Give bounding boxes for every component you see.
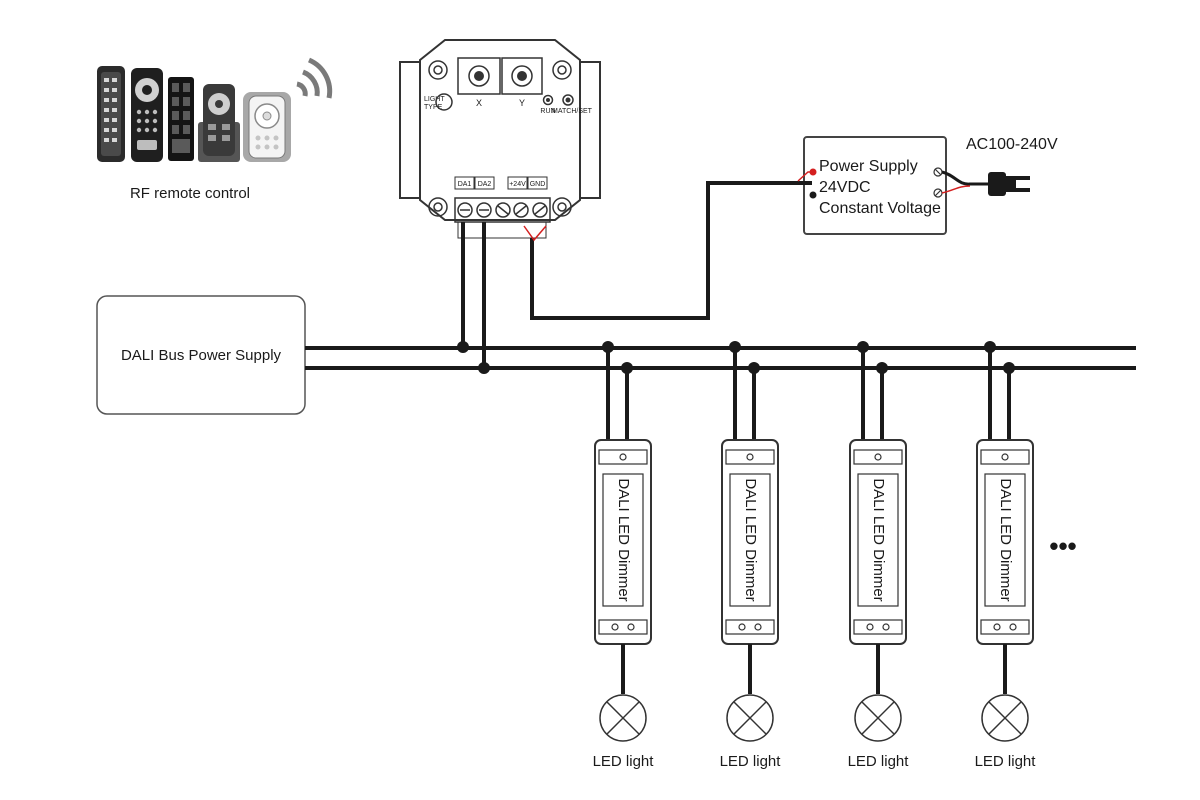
bus-junction xyxy=(1003,362,1015,374)
run-indicator xyxy=(542,94,554,106)
terminal-label: +24V xyxy=(509,181,526,188)
dimmer-terminal-strip xyxy=(853,449,903,465)
bus-junction xyxy=(621,362,633,374)
dimmer-terminal-strip xyxy=(725,449,775,465)
terminal-screw xyxy=(457,202,548,218)
bus-junction xyxy=(457,341,490,374)
bus-junction xyxy=(748,362,760,374)
dial-y-label: Y xyxy=(519,98,525,108)
led-light-label: LED light xyxy=(848,753,910,770)
rotary-switch-x[interactable] xyxy=(457,57,501,95)
light-type-label: LIGHT xyxy=(424,96,445,103)
remote-icon xyxy=(168,77,194,161)
led-light-icon xyxy=(726,694,774,742)
remote-icon xyxy=(131,68,163,162)
led-light-label: LED light xyxy=(720,753,782,770)
dali-controller: X Y LIGHT TYPE RUN MATCH/SET DA1 DA2 +24… xyxy=(399,39,601,239)
led-light-icon xyxy=(599,694,647,742)
bus-junction xyxy=(729,341,741,353)
bus-junction xyxy=(602,341,614,353)
dimmer-label: DALI LED Dimmer xyxy=(742,478,759,601)
match-set-button[interactable] xyxy=(562,94,574,106)
dimmer-screw xyxy=(619,453,627,461)
dimmer-terminal-strip xyxy=(598,449,648,465)
dimmer-screw xyxy=(874,453,882,461)
rf-remote-group: RF remote control xyxy=(97,57,333,202)
dimmer-screw xyxy=(1001,453,1009,461)
remote-icon xyxy=(198,84,240,162)
dimmer-screw xyxy=(754,623,762,631)
dimmer-terminal-strip xyxy=(980,449,1030,465)
led-light-label: LED light xyxy=(593,753,655,770)
dimmer-terminal-strip xyxy=(853,619,903,635)
dimmer-screw xyxy=(746,453,754,461)
dimmer-label: DALI LED Dimmer xyxy=(997,478,1014,601)
power-supply-title: Power Supply xyxy=(819,158,918,175)
bus-junction xyxy=(857,341,869,353)
dc-negative-terminal xyxy=(809,191,817,199)
dimmer-label-panel xyxy=(602,473,644,607)
dimmer-label-panel xyxy=(729,473,771,607)
ac-input-label: AC100-240V xyxy=(966,136,1058,153)
dimmer-screw xyxy=(1009,623,1017,631)
run-label: RUN xyxy=(540,108,555,115)
ac-plug-icon xyxy=(941,170,1030,196)
dali-bus-lines xyxy=(305,222,1136,370)
bus-junction xyxy=(876,362,888,374)
dimmer-label: DALI LED Dimmer xyxy=(870,478,887,601)
bus-junction xyxy=(984,341,996,353)
dimmer-screw xyxy=(993,623,1001,631)
light-type-label: TYPE xyxy=(424,104,443,111)
led-light-label: LED light xyxy=(975,753,1037,770)
dimmer-terminal-strip xyxy=(980,619,1030,635)
led-light-icon xyxy=(981,694,1029,742)
dimmer-terminal-strip xyxy=(725,619,775,635)
dimmer-screw xyxy=(611,623,619,631)
terminal-label: DA1 xyxy=(458,181,472,188)
dc-supply-wire xyxy=(523,171,813,320)
dial-x-label: X xyxy=(476,98,482,108)
rotary-switch-y[interactable] xyxy=(501,57,543,95)
terminal-label: GND xyxy=(530,181,546,188)
dali-bus-power-supply xyxy=(96,295,306,415)
dimmer-terminal-strip xyxy=(598,619,648,635)
dimmer-screw xyxy=(627,623,635,631)
continuation-indicator: ••• xyxy=(1049,531,1076,561)
dimmer-screw xyxy=(882,623,890,631)
remote-label: RF remote control xyxy=(130,185,250,202)
dimmer-screw xyxy=(738,623,746,631)
power-supply-voltage: 24VDC xyxy=(819,179,871,196)
remote-icon xyxy=(97,66,125,162)
bus-supply-label: DALI Bus Power Supply xyxy=(121,347,282,364)
dimmer-label: DALI LED Dimmer xyxy=(615,478,632,601)
light-type-button[interactable] xyxy=(435,93,453,111)
dimmer-label-panel xyxy=(857,473,899,607)
wireless-signal-icon xyxy=(296,57,333,99)
mounting-hole xyxy=(428,60,572,217)
power-supply: Power Supply 24VDC Constant Voltage xyxy=(803,136,947,235)
remote-icon xyxy=(243,92,291,162)
terminal-label: DA2 xyxy=(478,181,492,188)
power-supply-type: Constant Voltage xyxy=(819,200,941,217)
dimmer-screw xyxy=(866,623,874,631)
match-set-label: MATCH/SET xyxy=(552,108,593,115)
led-light-icon xyxy=(854,694,902,742)
dimmer-label-panel xyxy=(984,473,1026,607)
